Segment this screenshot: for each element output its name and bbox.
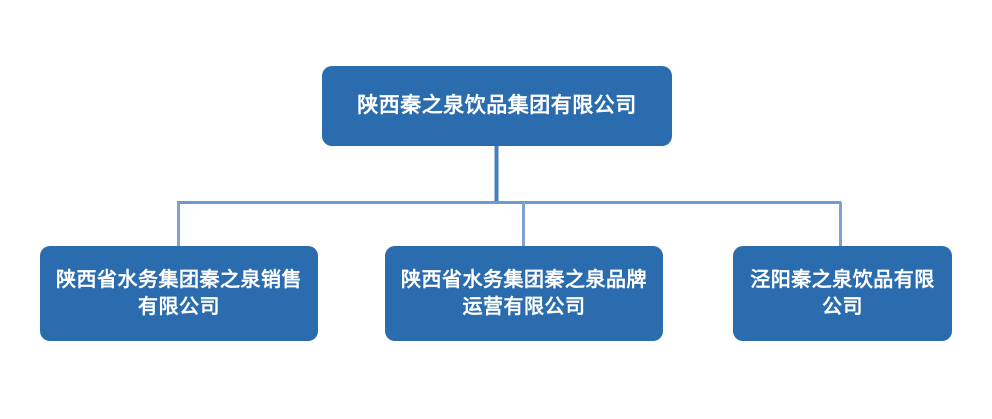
- org-node-child-2-label: 泾阳秦之泉饮品有限公司: [750, 269, 935, 318]
- org-node-root-label: 陕西秦之泉饮品集团有限公司: [357, 94, 637, 118]
- org-node-child-1[interactable]: 陕西省水务集团秦之泉品牌运营有限公司: [385, 246, 663, 341]
- org-node-root[interactable]: 陕西秦之泉饮品集团有限公司: [322, 66, 672, 146]
- org-node-child-0[interactable]: 陕西省水务集团秦之泉销售有限公司: [40, 246, 318, 341]
- org-node-child-0-label: 陕西省水务集团秦之泉销售有限公司: [56, 269, 302, 318]
- org-node-child-1-label: 陕西省水务集团秦之泉品牌运营有限公司: [401, 269, 647, 318]
- org-node-child-2[interactable]: 泾阳秦之泉饮品有限公司: [733, 246, 952, 341]
